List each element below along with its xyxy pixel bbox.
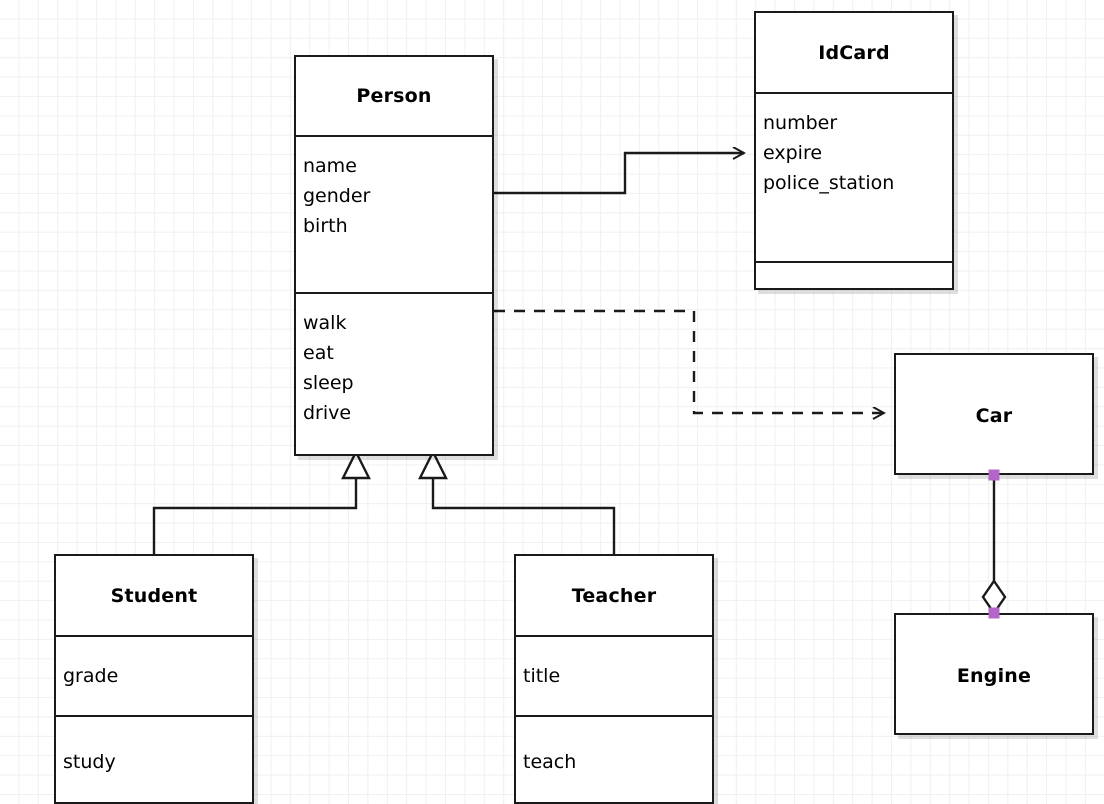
class-name-teacher: Teacher (571, 584, 657, 607)
member-person-1: eat (303, 342, 334, 364)
class-name-student: Student (110, 584, 198, 607)
member-person-1: gender (303, 185, 371, 207)
class-name-engine: Engine (956, 665, 1032, 687)
member-person-0: name (303, 155, 357, 177)
member-idcard-0: number (763, 112, 838, 134)
operations-compartment-teacher: teach (516, 715, 712, 804)
edge-person-car[interactable] (494, 309, 884, 413)
class-box-person[interactable]: Person name gender birth walk eat sleep drive (294, 55, 494, 456)
operations-compartment-idcard (756, 261, 952, 292)
edge-car-engine[interactable] (981, 475, 1007, 616)
attributes-compartment-idcard: number expire police_station (756, 92, 952, 261)
edge-teacher-person[interactable] (418, 449, 616, 554)
class-box-idcard[interactable]: IdCard number expire police_station (754, 11, 954, 290)
class-name-idcard: IdCard (818, 41, 890, 64)
edge-student-person[interactable] (152, 449, 371, 554)
attributes-compartment-student: grade (56, 635, 252, 715)
edge-person-idcard[interactable] (494, 153, 744, 195)
class-box-teacher[interactable]: Teacher title teach (514, 554, 714, 804)
class-box-student[interactable]: Student grade study (54, 554, 254, 804)
member-student-0: study (63, 750, 116, 773)
member-person-2: sleep (303, 372, 354, 394)
member-idcard-2: police_station (763, 172, 895, 194)
member-idcard-1: expire (763, 142, 823, 164)
member-student-0: grade (63, 665, 119, 687)
member-teacher-0: teach (523, 750, 577, 773)
class-name-person: Person (356, 85, 432, 107)
class-box-engine[interactable]: Engine (894, 613, 1094, 735)
selection-handle-car-engine-1[interactable] (988, 607, 1000, 619)
operations-compartment-student: study (56, 715, 252, 804)
member-teacher-0: title (523, 665, 561, 687)
attributes-compartment-teacher: title (516, 635, 712, 715)
class-box-car[interactable]: Car (894, 353, 1094, 475)
class-name-car: Car (975, 405, 1013, 427)
member-person-0: walk (303, 312, 347, 334)
operations-compartment-person: walk eat sleep drive (296, 292, 492, 458)
member-person-2: birth (303, 215, 348, 237)
attributes-compartment-person: name gender birth (296, 135, 492, 292)
selection-handle-car-engine-0[interactable] (988, 469, 1000, 481)
member-person-3: drive (303, 402, 352, 424)
